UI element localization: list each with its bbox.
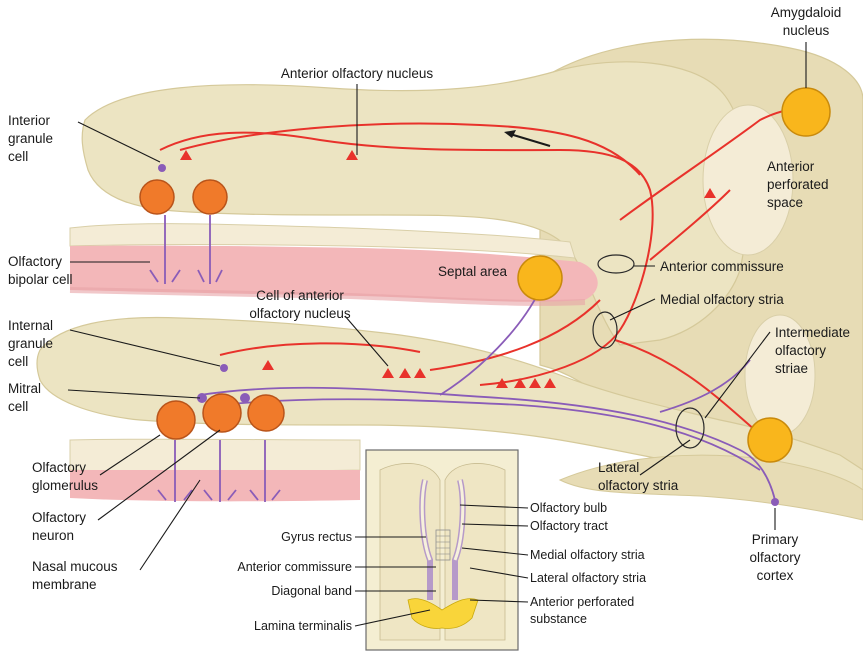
label-lateral-stria-1: Lateral <box>598 460 639 475</box>
label-anterior-perforated-3: space <box>767 195 803 210</box>
label-interior-granule-1: Interior <box>8 113 51 128</box>
label-anterior-olfactory-nucleus: Anterior olfactory nucleus <box>281 66 434 81</box>
label-amygdaloid-1: Amygdaloid <box>771 5 842 20</box>
label-internal-granule-3: cell <box>8 354 28 369</box>
inset-label-gyrus-rectus: Gyrus rectus <box>281 530 352 544</box>
brain-tissue <box>37 39 863 520</box>
label-nasal-mucous-2: membrane <box>32 577 97 592</box>
inset-label-anterior-commissure: Anterior commissure <box>237 560 352 574</box>
label-internal-granule-1: Internal <box>8 318 53 333</box>
label-primary-cortex-2: olfactory <box>749 550 800 565</box>
inset-label-lateral-stria: Lateral olfactory stria <box>530 571 646 585</box>
primary-cortex-nucleus <box>748 418 792 462</box>
label-olfactory-bipolar-2: bipolar cell <box>8 272 73 287</box>
label-cell-anterior-1: Cell of anterior <box>256 288 344 303</box>
label-nasal-mucous-1: Nasal mucous <box>32 559 118 574</box>
label-intermediate-2: olfactory <box>775 343 826 358</box>
label-intermediate-1: Intermediate <box>775 325 850 340</box>
septal-area-nucleus <box>518 256 562 300</box>
label-olfactory-bipolar-1: Olfactory <box>8 254 62 269</box>
inset-label-diagonal-band: Diagonal band <box>271 584 352 598</box>
label-septal-area: Septal area <box>438 264 508 279</box>
inset-label-olfactory-bulb: Olfactory bulb <box>530 501 607 515</box>
label-olfactory-neuron-2: neuron <box>32 528 74 543</box>
label-primary-cortex-1: Primary <box>752 532 799 547</box>
inset-panel <box>366 450 518 650</box>
label-anterior-perforated-1: Anterior <box>767 159 815 174</box>
label-primary-cortex-3: cortex <box>757 568 794 583</box>
label-mitral-2: cell <box>8 399 28 414</box>
inset-label-medial-stria: Medial olfactory stria <box>530 548 645 562</box>
amygdaloid-nucleus <box>782 88 830 136</box>
label-olfactory-neuron-1: Olfactory <box>32 510 86 525</box>
label-internal-granule-2: granule <box>8 336 53 351</box>
inset-label-olfactory-tract: Olfactory tract <box>530 519 608 533</box>
label-intermediate-3: striae <box>775 361 808 376</box>
inset-label-lamina-terminalis: Lamina terminalis <box>254 619 352 633</box>
label-anterior-commissure: Anterior commissure <box>660 259 784 274</box>
label-lateral-stria-2: olfactory stria <box>598 478 679 493</box>
inset-label-anterior-perforated: Anterior perforated <box>530 595 634 609</box>
label-cell-anterior-2: olfactory nucleus <box>249 306 351 321</box>
label-interior-granule-2: granule <box>8 131 53 146</box>
label-glomerulus-2: glomerulus <box>32 478 98 493</box>
label-amygdaloid-2: nucleus <box>783 23 830 38</box>
label-glomerulus-1: Olfactory <box>32 460 86 475</box>
label-mitral-1: Mitral <box>8 381 41 396</box>
label-medial-olfactory-stria: Medial olfactory stria <box>660 292 784 307</box>
label-interior-granule-3: cell <box>8 149 28 164</box>
label-anterior-perforated-2: perforated <box>767 177 829 192</box>
inset-label-substance: substance <box>530 612 587 626</box>
